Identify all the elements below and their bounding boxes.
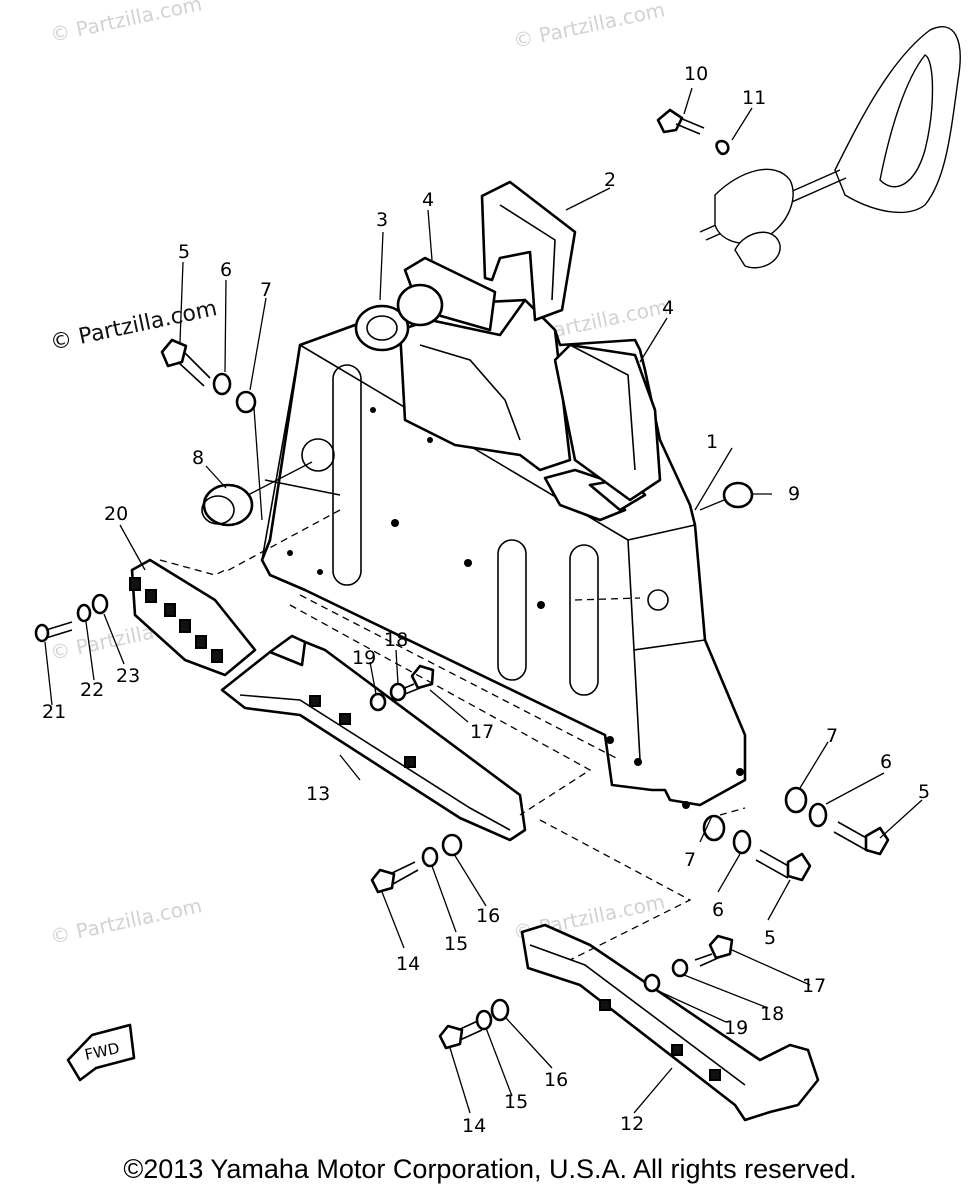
callout-23: 23 — [116, 665, 140, 687]
watermark-strong: © Partzilla.com — [48, 296, 219, 356]
plate-20 — [129, 558, 257, 677]
callout-15: 15 — [444, 933, 468, 955]
callout-14: 14 — [396, 953, 420, 975]
bolt-14-mid — [370, 861, 419, 894]
callout-16: 16 — [476, 905, 500, 927]
washer-22 — [76, 603, 92, 623]
callout-16: 16 — [544, 1069, 568, 1091]
washer-19-upper — [369, 692, 387, 712]
callout-7: 7 — [684, 849, 696, 871]
callout-2: 2 — [604, 169, 616, 191]
washer-19-lower — [643, 973, 661, 993]
callout-20: 20 — [104, 503, 128, 525]
copyright-notice: ©2013 Yamaha Motor Corporation, U.S.A. A… — [123, 1154, 857, 1184]
washer-16-lower — [490, 998, 510, 1022]
washer-16-mid — [441, 833, 463, 857]
callout-15: 15 — [504, 1091, 528, 1113]
cap-9 — [699, 481, 754, 511]
callout-7: 7 — [260, 279, 272, 301]
rail-13 — [220, 634, 527, 842]
grommet-top — [354, 283, 444, 352]
washer-18-lower — [671, 958, 689, 978]
exploded-view-drawing: © Partzilla.com © Partzilla.com © Partzi… — [34, 0, 961, 1137]
callout-3: 3 — [376, 209, 388, 231]
callout-13: 13 — [306, 783, 330, 805]
washer-6-lower — [732, 829, 752, 855]
callout-labels: 1 2 3 4 4 5 5 5 6 6 6 7 7 7 8 9 10 11 12… — [42, 63, 930, 1137]
callout-14: 14 — [462, 1115, 486, 1137]
watermark: © Partzilla.com — [511, 0, 667, 53]
callout-9: 9 — [788, 483, 800, 505]
rail-12 — [520, 923, 820, 1122]
bolt-14-lower — [438, 1019, 483, 1050]
washer-18-upper — [389, 682, 407, 702]
callout-11: 11 — [742, 87, 766, 109]
clip-11 — [715, 139, 730, 156]
bolt-17-lower — [694, 934, 734, 967]
washer-15-lower — [475, 1009, 493, 1031]
bolt-5-right — [833, 821, 890, 856]
tiller-handle-ghost — [699, 26, 961, 269]
watermark: © Partzilla.com — [48, 893, 204, 949]
callout-19: 19 — [724, 1017, 748, 1039]
callout-18: 18 — [384, 629, 408, 651]
callout-1: 1 — [706, 431, 718, 453]
callout-4: 4 — [662, 297, 674, 319]
bolt-5-left — [160, 338, 211, 387]
stopper-plate — [480, 180, 577, 322]
grommet-left — [201, 461, 313, 527]
callout-7: 7 — [826, 725, 838, 747]
bolt-10 — [656, 108, 705, 135]
callout-22: 22 — [80, 679, 104, 701]
callout-17: 17 — [470, 721, 494, 743]
callout-10: 10 — [684, 63, 708, 85]
callout-12: 12 — [620, 1113, 644, 1135]
washer-23 — [91, 593, 109, 615]
callout-6: 6 — [220, 259, 232, 281]
washer-7-left — [235, 390, 263, 521]
callout-5: 5 — [178, 241, 190, 263]
callout-18: 18 — [760, 1003, 784, 1025]
callout-21: 21 — [42, 701, 66, 723]
callout-8: 8 — [192, 447, 204, 469]
screw-21 — [34, 621, 73, 643]
pad-right — [553, 343, 662, 502]
callout-5: 5 — [764, 927, 776, 949]
callout-19: 19 — [352, 647, 376, 669]
callout-4: 4 — [422, 189, 434, 211]
callout-5: 5 — [918, 781, 930, 803]
callout-6: 6 — [712, 899, 724, 921]
fwd-arrow: FWD — [66, 1023, 136, 1082]
washer-6-right — [808, 802, 828, 828]
alignment-lines — [224, 509, 746, 961]
bolt-17-upper — [399, 664, 435, 695]
leader-lines — [44, 87, 923, 1114]
watermark: © Partzilla.com — [48, 0, 204, 47]
bolt-5-lower — [755, 849, 812, 882]
washer-6-left — [212, 372, 232, 396]
washer-15-mid — [421, 846, 439, 868]
washer-7-right — [784, 786, 808, 814]
callout-17: 17 — [802, 975, 826, 997]
callout-6: 6 — [880, 751, 892, 773]
